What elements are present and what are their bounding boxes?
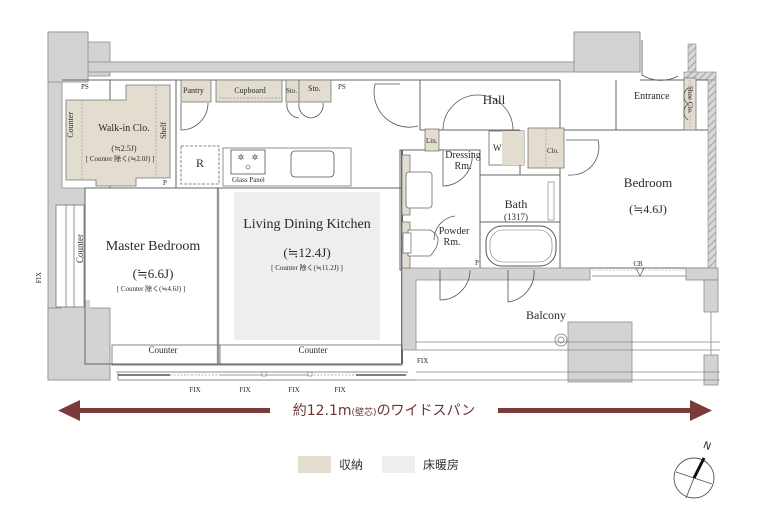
ps-label-right: PS xyxy=(338,83,346,91)
cooktop xyxy=(230,149,266,175)
dressing-label-2: Rm. xyxy=(454,161,472,172)
bathtub xyxy=(485,225,557,267)
fix-label-balcony: FIX xyxy=(417,357,429,365)
dressing-label-1: Dressing xyxy=(445,150,481,161)
svg-text:✲: ✲ xyxy=(252,153,259,162)
svg-text:✲: ✲ xyxy=(238,153,245,162)
linen-label: Lin. xyxy=(426,137,438,145)
pantry-label: Pantry xyxy=(183,86,204,95)
legend-label-floor-heating: 床暖房 xyxy=(423,458,460,472)
toilet xyxy=(407,229,439,257)
storage-areas xyxy=(65,77,697,269)
span-prefix: 約 xyxy=(292,403,307,419)
legend-floor-heating: 床暖房 xyxy=(382,456,459,473)
legend-swatch-floor-heating xyxy=(382,456,415,473)
cupboard-area xyxy=(215,79,283,103)
span-unit: m xyxy=(337,403,352,419)
walk-in-closet-label: Walk-in Clo. xyxy=(98,123,150,134)
fix-label-bottom-3: FIX xyxy=(288,386,300,394)
ldk-label: Living Dining Kitchen xyxy=(243,217,371,232)
p-bath-label: P xyxy=(475,259,479,267)
powder-label-1: Powder xyxy=(438,226,470,237)
shoe-closet-label: Shoe Clo. xyxy=(686,86,694,114)
walk-in-closet-area xyxy=(65,84,171,187)
master-bedroom-note: [ Counter 除く(≒4.6J) ] xyxy=(116,285,186,293)
bath-label: Bath xyxy=(504,197,528,211)
master-bedroom-label: Master Bedroom xyxy=(105,239,201,254)
counter-bottom-left: Counter xyxy=(148,345,178,355)
wall-block-sw xyxy=(47,307,111,381)
bedroom-size: (≒4.6J) xyxy=(629,202,667,216)
compass-icon: N xyxy=(668,440,720,500)
refrigerator-label: R xyxy=(195,156,205,170)
fix-label-bottom-1: FIX xyxy=(189,386,201,394)
legend-swatch-storage xyxy=(298,456,331,473)
ps-label-left: PS xyxy=(81,83,89,91)
closet-label: Clo. xyxy=(547,147,559,155)
entrance-label: Entrance xyxy=(634,91,670,102)
refrigerator-space xyxy=(180,145,220,185)
counter-bottom-right: Counter xyxy=(298,345,328,355)
balcony-label: Balcony xyxy=(526,308,566,322)
hatched-wall-right xyxy=(707,77,717,277)
legend-label-storage: 収納 xyxy=(339,458,364,472)
cb-label: CB xyxy=(633,260,643,268)
span-suffix: のワイドスパン xyxy=(376,403,476,419)
walk-in-closet-note: [ Counter 除く(≒2.0J) ] xyxy=(85,155,155,163)
drain-icon xyxy=(554,333,568,347)
p-label: P xyxy=(163,179,167,187)
powder-label-2: Rm. xyxy=(443,237,461,248)
pantry-area xyxy=(180,79,212,103)
bedroom-label: Bedroom xyxy=(623,175,673,190)
ldk-size: (≒12.4J) xyxy=(283,245,331,260)
fix-label-left: FIX xyxy=(35,272,43,284)
fix-label-bottom-4: FIX xyxy=(334,386,346,394)
left-window xyxy=(55,204,85,308)
legend-storage: 収納 xyxy=(298,456,363,473)
span-label: 約12.1m(壁芯)のワイドスパン xyxy=(270,402,498,422)
bath-size: (1317) xyxy=(504,212,528,222)
ldk-note: [ Counter 除く(≒11.2J) ] xyxy=(271,264,343,272)
master-counter-label: Counter xyxy=(75,234,85,263)
walk-in-closet-size: (≒2.5J) xyxy=(111,144,137,153)
master-bedroom-size: (≒6.6J) xyxy=(132,266,174,281)
glass-panel-label: Glass Panel xyxy=(232,176,265,184)
cupboard-label: Cupboard xyxy=(234,86,266,95)
span-qualifier: (壁芯) xyxy=(351,408,377,418)
exterior-walls xyxy=(47,31,641,381)
sto-label: Sto. xyxy=(308,84,321,93)
shelf-label: Shelf xyxy=(159,122,168,139)
span-value: 12.1 xyxy=(306,403,338,419)
sto-small-label: Sto. xyxy=(286,87,298,95)
fix-label-bottom-2: FIX xyxy=(239,386,251,394)
floor-heating-ldk xyxy=(234,192,380,340)
wic-counter-label: Counter xyxy=(66,112,75,138)
kitchen-sink xyxy=(290,150,335,178)
washer-label: W xyxy=(493,143,502,153)
outdoor-unit-block xyxy=(567,321,633,383)
hall-label: Hall xyxy=(482,92,506,107)
